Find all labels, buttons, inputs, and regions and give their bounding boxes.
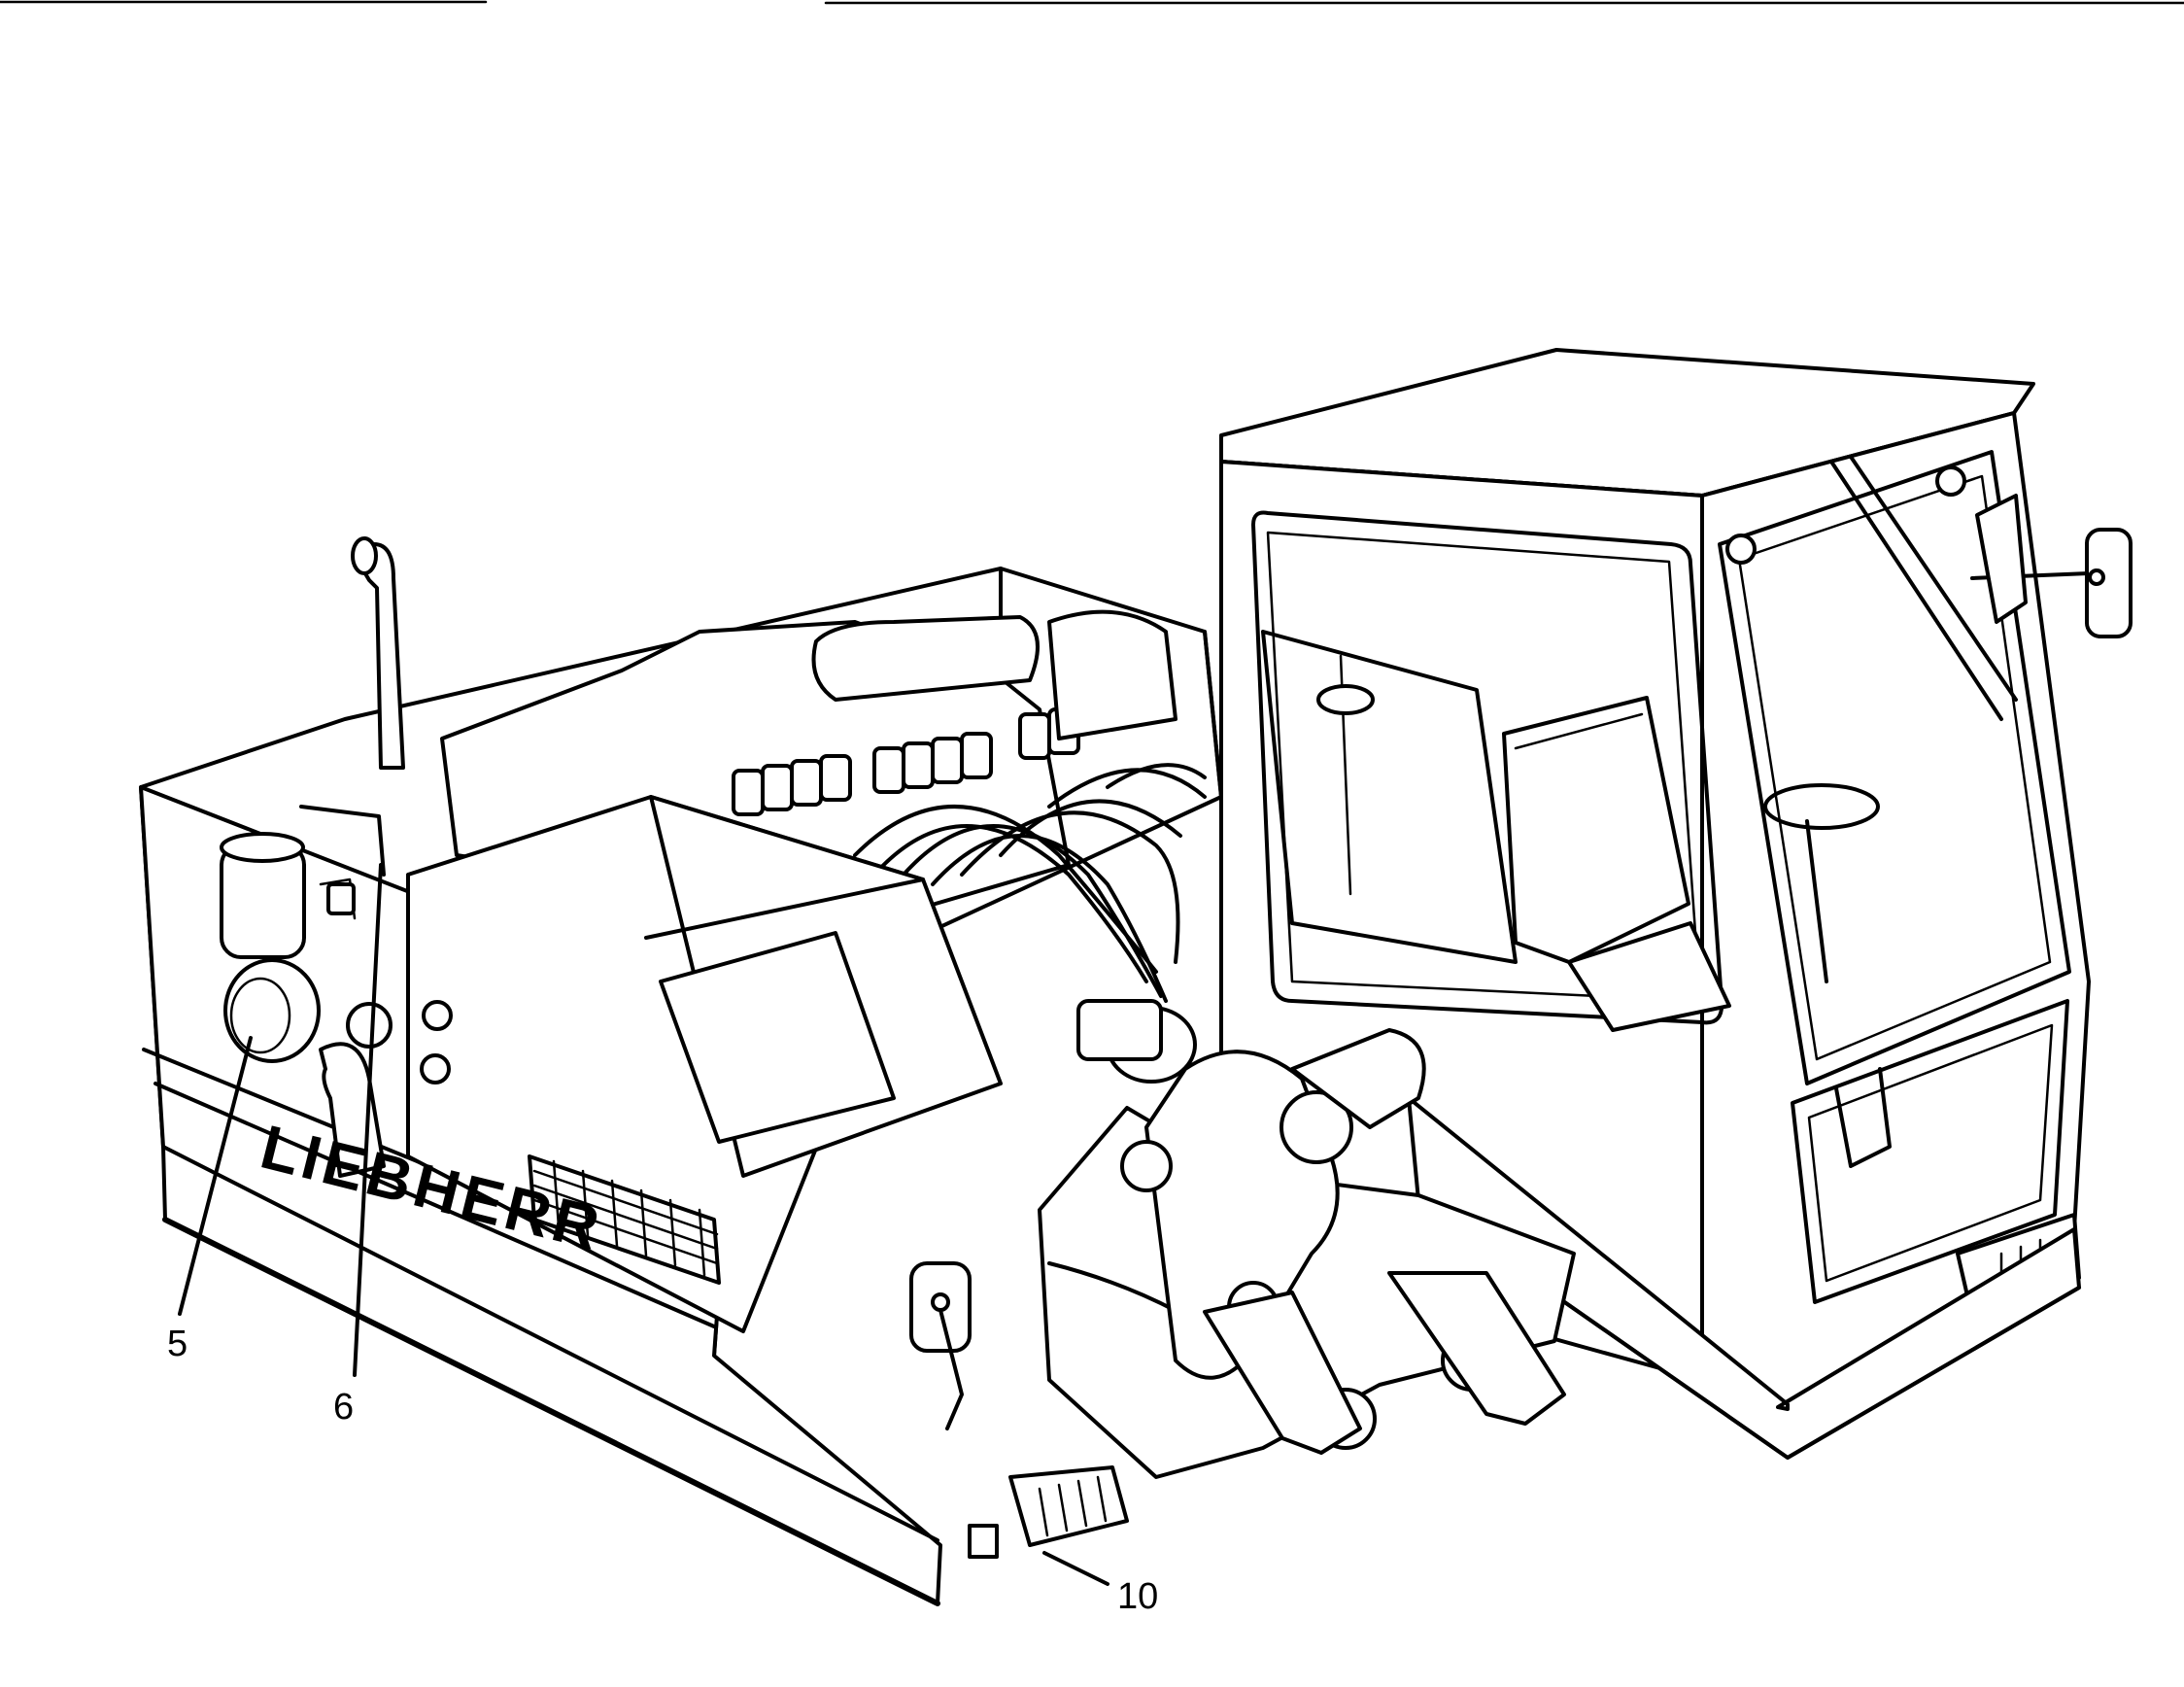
steering-wheel: [1763, 783, 1880, 830]
exhaust-pipe: [351, 536, 405, 770]
cab-side-window: [1718, 450, 2071, 1085]
battery-housing: [406, 795, 1003, 1333]
fuel-filter-assembly: [220, 805, 392, 1178]
callout-10-label: 10: [1117, 1576, 1158, 1617]
top-border: [0, 0, 2184, 5]
operator-seat: [1502, 696, 1731, 1032]
upper-carriage: [139, 536, 2081, 1606]
callout-5-label: 5: [167, 1324, 188, 1364]
callout-10: 10: [1042, 1551, 1158, 1617]
operator-cab: [1219, 348, 2133, 1409]
callout-6-label: 6: [333, 1387, 354, 1428]
rear-step: [968, 1465, 1129, 1559]
callout-5: 5: [167, 1036, 253, 1364]
vent-grille: [528, 1154, 721, 1285]
callout-6: 6: [333, 863, 383, 1428]
boom-mount: [1038, 999, 1576, 1479]
front-mirror: [909, 1261, 972, 1430]
